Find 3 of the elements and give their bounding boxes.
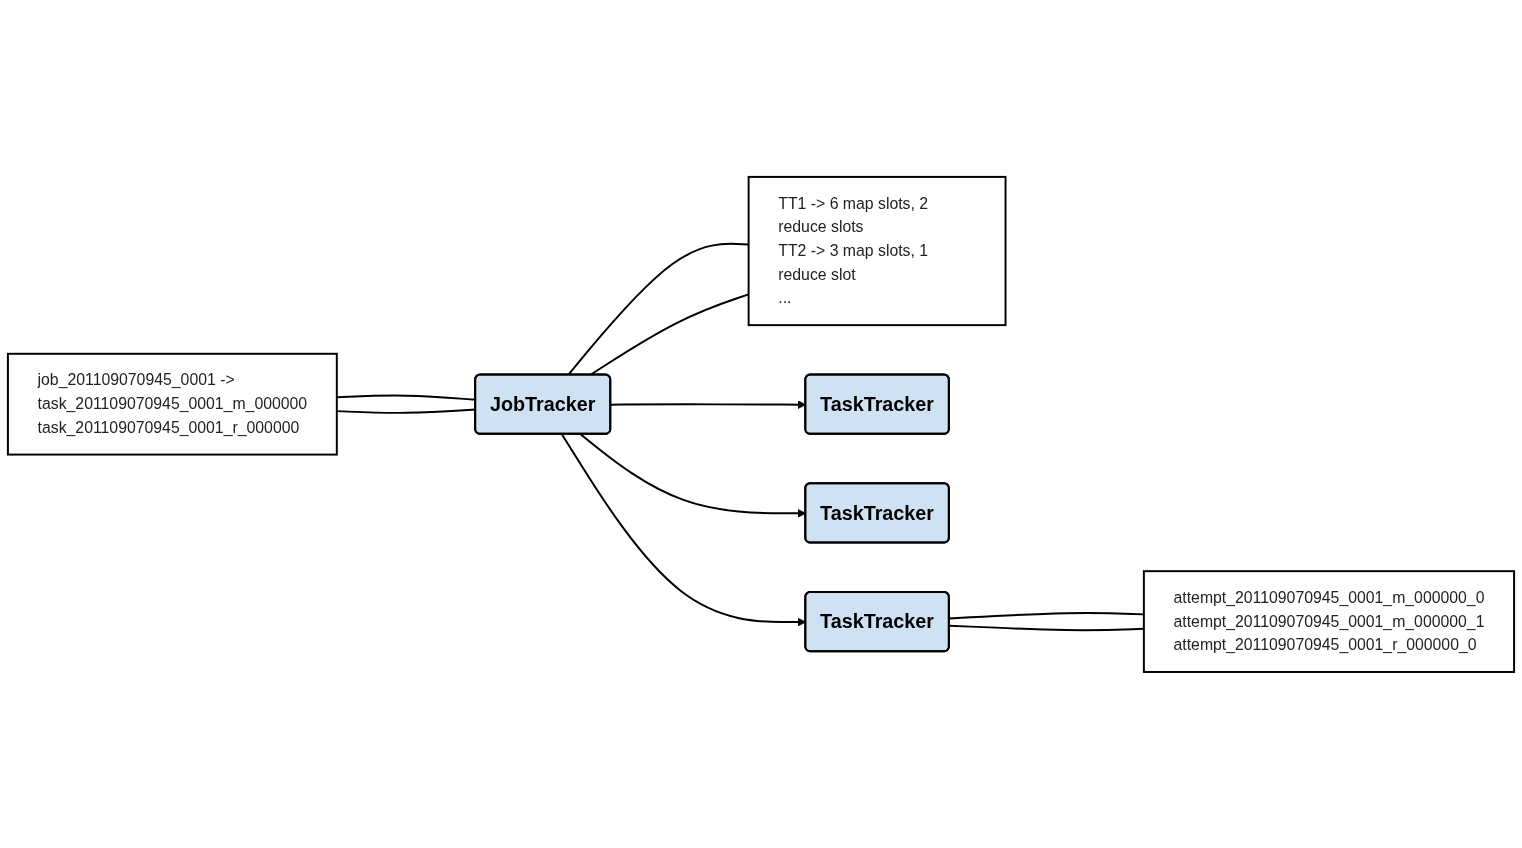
node-box: TT1 -> 6 map slots, 2 reduce slots TT2 -> 3 map slots, 1 reduce slot ...	[747, 175, 1007, 326]
node-box: attempt_201109070945_0001_m_000000_0 attempt_201109070945_0001_m_000000_1 attempt_201109070945_0001_r_000000_0	[1142, 569, 1516, 673]
node-box: job_201109070945_0001 -> task_201109070945_0001_m_000000 task_201109070945_0001_r_000000	[6, 352, 338, 456]
